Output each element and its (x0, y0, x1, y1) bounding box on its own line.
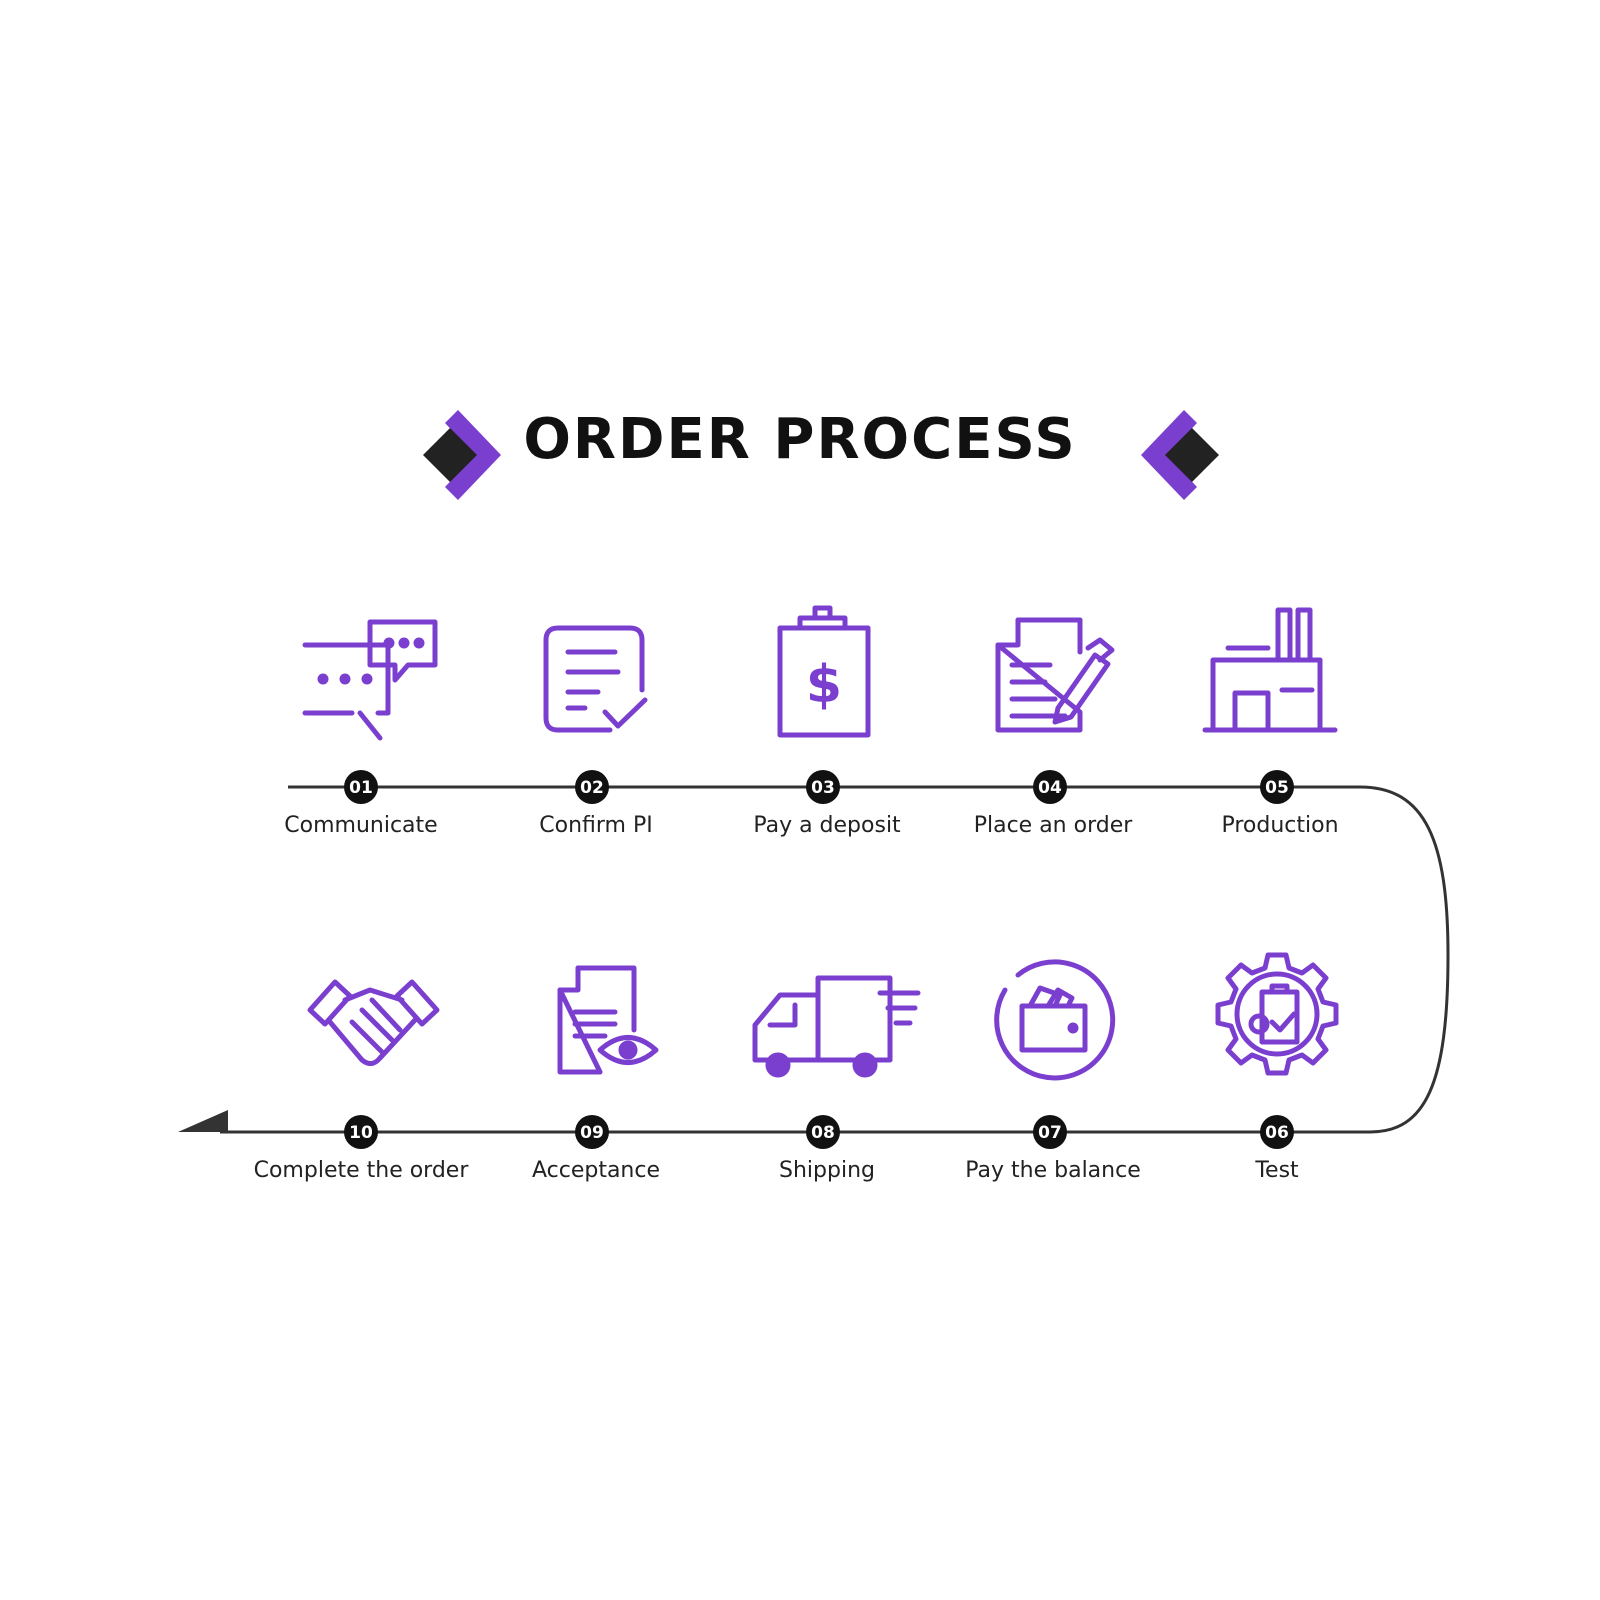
step-badge-04: 04 (1033, 770, 1067, 804)
svg-text:09: 09 (580, 1123, 604, 1143)
step-badge-06: 06 (1260, 1115, 1294, 1149)
title-ornament-left (423, 410, 501, 500)
document-check-icon (543, 625, 648, 733)
clipboard-dollar-icon: $ (777, 605, 871, 738)
document-eye-icon (557, 965, 659, 1075)
step-badge-05: 05 (1260, 770, 1294, 804)
step-label-production: Production (1221, 813, 1339, 838)
step-badge-09: 09 (575, 1115, 609, 1149)
step-label-communicate: Communicate (284, 813, 438, 838)
step-badge-08: 08 (806, 1115, 840, 1149)
svg-text:06: 06 (1265, 1123, 1289, 1143)
step-badge-03: 03 (806, 770, 840, 804)
step-label-complete-order: Complete the order (253, 1158, 469, 1183)
step-label-shipping: Shipping (779, 1158, 875, 1183)
step-label-acceptance: Acceptance (531, 1158, 661, 1183)
document-pencil-icon (995, 617, 1115, 733)
title-ornament-right (1141, 410, 1219, 500)
svg-text:03: 03 (811, 778, 835, 798)
svg-text:$: $ (806, 655, 842, 715)
svg-text:10: 10 (349, 1123, 373, 1143)
svg-text:01: 01 (349, 778, 373, 798)
step-label-confirm-pi: Confirm PI (539, 813, 653, 838)
step-label-pay-balance: Pay the balance (965, 1158, 1141, 1183)
handshake-icon (307, 979, 440, 1066)
factory-icon (1202, 607, 1338, 733)
wallet-icon (994, 959, 1116, 1081)
step-badge-01: 01 (344, 770, 378, 804)
svg-text:02: 02 (580, 778, 604, 798)
step-badge-07: 07 (1033, 1115, 1067, 1149)
truck-icon (752, 975, 921, 1078)
svg-text:08: 08 (811, 1123, 835, 1143)
step-badge-10: 10 (344, 1115, 378, 1149)
page-title: ORDER PROCESS (523, 407, 1077, 472)
step-badge-02: 02 (575, 770, 609, 804)
timeline-path (220, 785, 1450, 1134)
step-label-test: Test (1255, 1158, 1299, 1183)
gear-clipboard-icon (1215, 952, 1339, 1076)
step-label-pay-deposit: Pay a deposit (753, 813, 901, 838)
timeline-arrowhead (178, 1110, 228, 1132)
chat-bubbles-icon (302, 619, 438, 741)
svg-text:04: 04 (1038, 778, 1062, 798)
step-label-place-order: Place an order (973, 813, 1133, 838)
svg-text:07: 07 (1038, 1123, 1062, 1143)
svg-text:05: 05 (1265, 778, 1289, 798)
